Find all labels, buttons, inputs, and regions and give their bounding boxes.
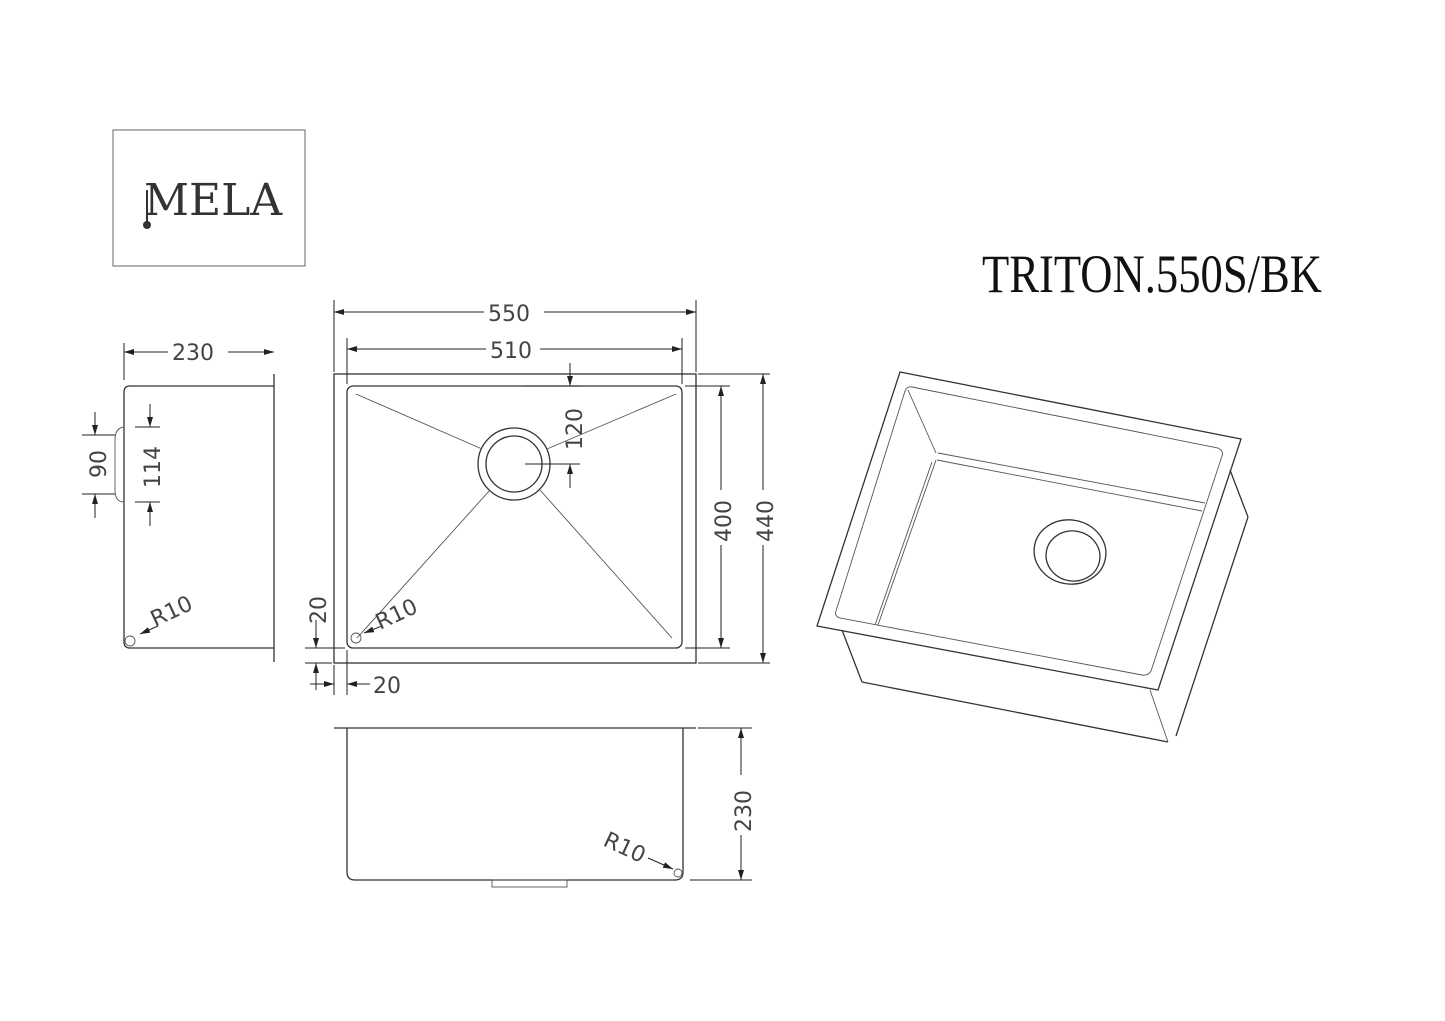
overall-length-label: 440 [754,500,779,542]
overflow-90-label: 90 [87,450,112,478]
model-title: TRITON.550S/BK [982,244,1322,304]
front-radius-label: R10 [599,828,649,869]
overflow-114-label: 114 [141,446,166,488]
logo-drop-icon [143,221,151,229]
rim-20-horizontal-label: 20 [373,674,401,699]
rim-20-vertical-label: 20 [307,596,332,624]
front-view: R10 230 [334,727,757,888]
top-radius-label: R10 [372,594,422,635]
front-depth-label: 230 [732,790,757,832]
drain-offset-label: 120 [563,408,588,450]
side-width-label: 230 [172,341,214,366]
side-view: R10 230 114 90 [82,341,275,662]
logo-box: MELA [112,129,306,267]
isometric-view [816,371,1249,743]
bowl-width-label: 510 [490,339,532,364]
logo-text: MELA [144,175,283,226]
bowl-length-label: 400 [712,500,737,542]
side-radius-label: R10 [147,591,197,632]
top-view: R10 550 510 120 400 440 20 [305,300,779,699]
overall-width-label: 550 [488,302,530,327]
